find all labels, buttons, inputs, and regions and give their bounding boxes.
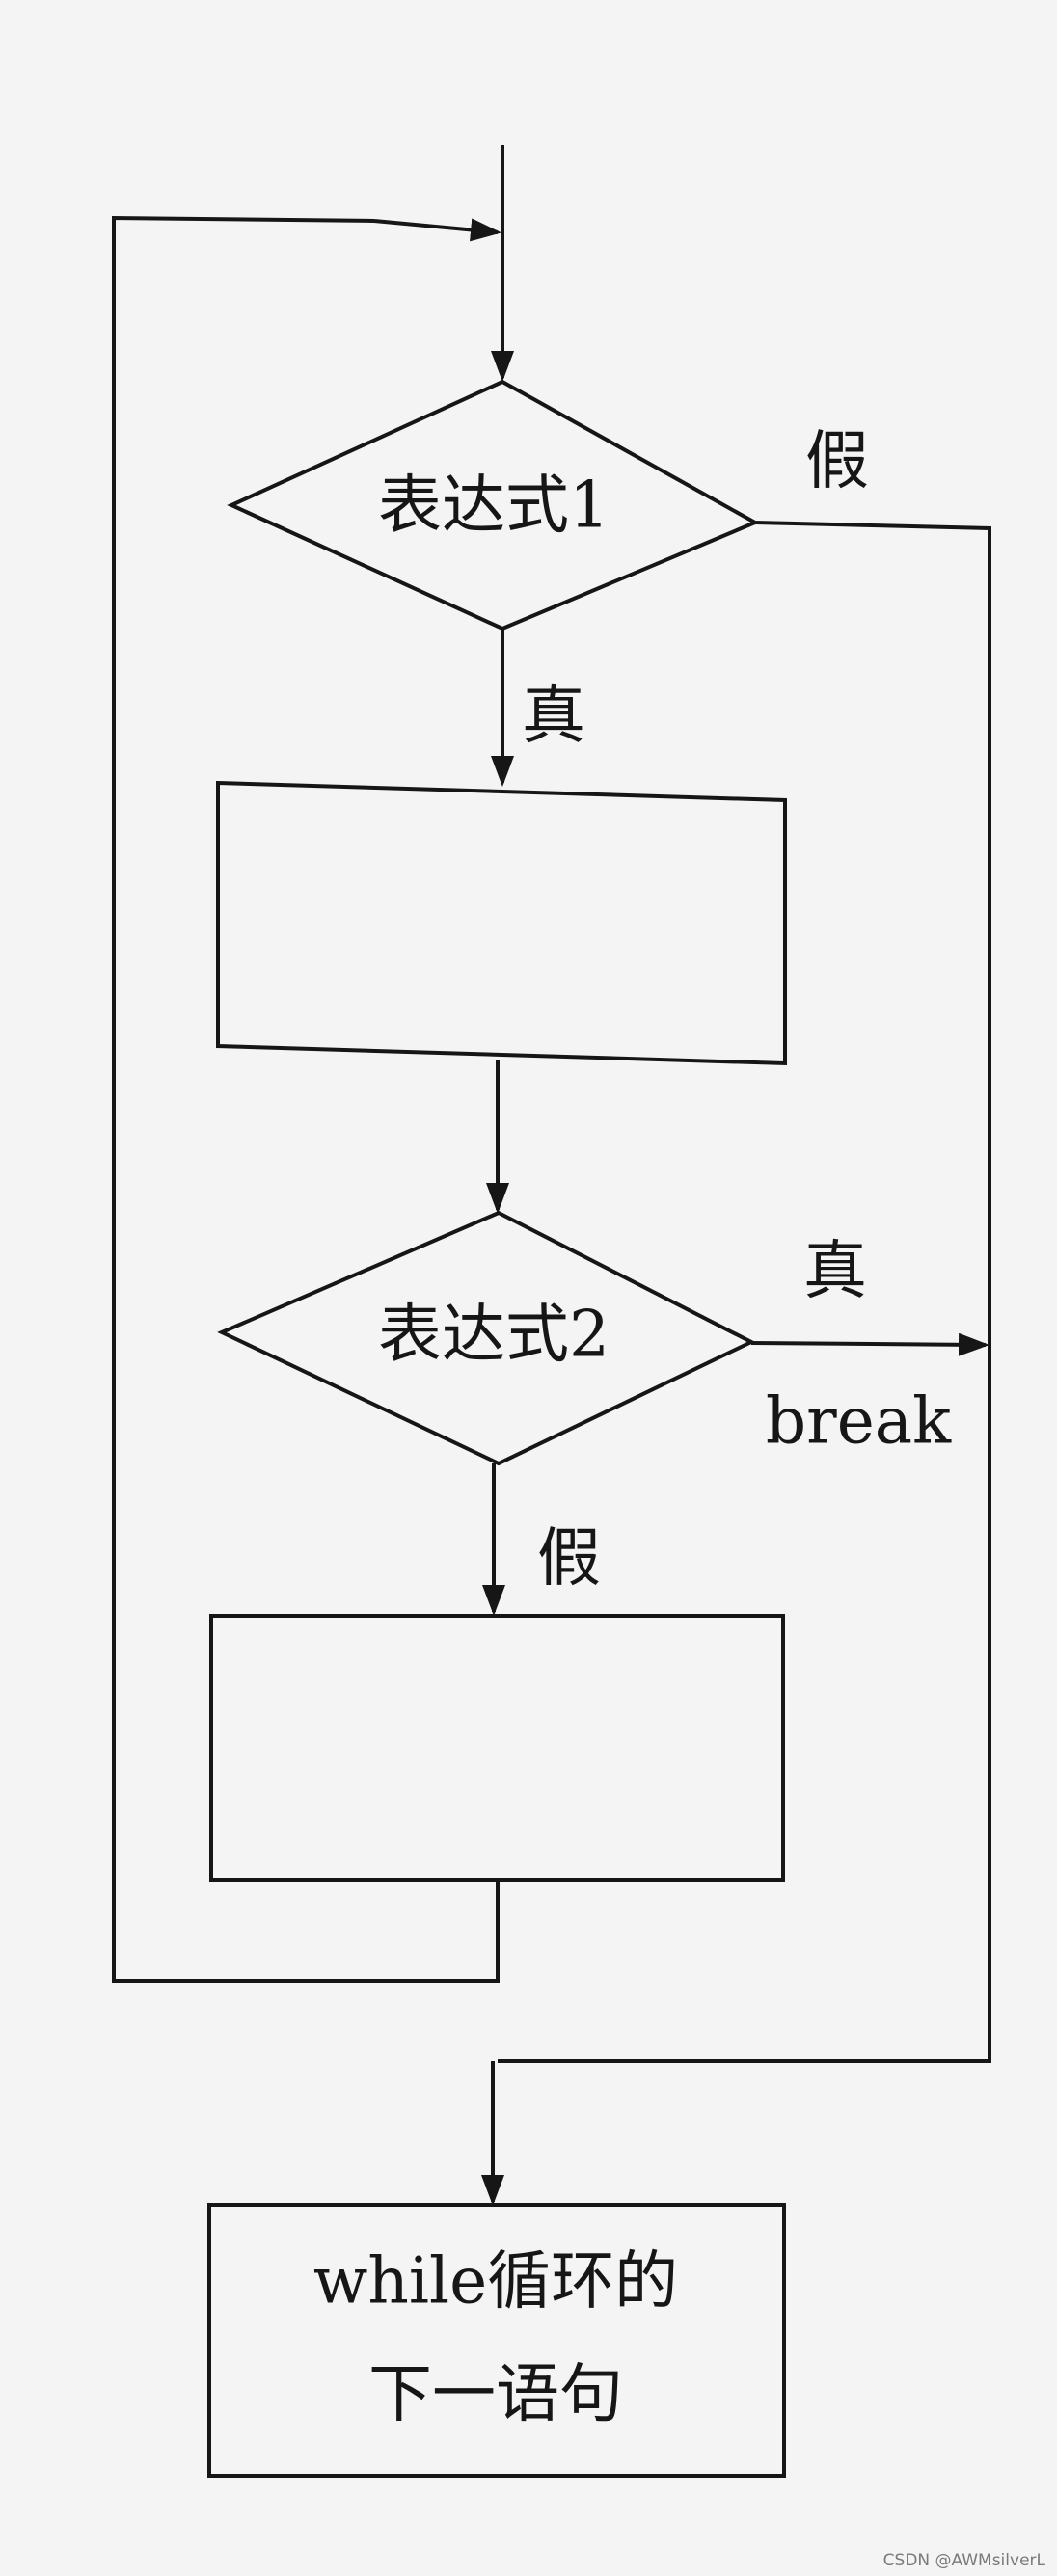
process-box-2 [209, 1614, 785, 1882]
process-box-1 [216, 780, 787, 1066]
condition-2-false-label: 假 [537, 1521, 601, 1596]
condition-2-label: 表达式2 [378, 1298, 610, 1372]
condition-2-true-label: 真 [803, 1234, 867, 1308]
condition-2-diamond [217, 1210, 756, 1466]
next-statement-box [207, 2203, 786, 2478]
condition-1-false-label: 假 [805, 424, 869, 498]
break-arrow [750, 1332, 989, 1356]
watermark: CSDN @AWMsilverL [882, 2551, 1045, 2570]
loop-back-connector [112, 215, 500, 1983]
next-statement-line-2: 下一语句 [368, 2357, 623, 2431]
next-statement-line-1: while循环的 [313, 2244, 678, 2319]
condition-1-false-connector [498, 521, 991, 2063]
break-label: break [766, 1384, 952, 1459]
condition-1-true-label: 真 [522, 679, 585, 753]
condition-1-label: 表达式1 [378, 469, 610, 543]
loop-back-arrow [373, 218, 501, 242]
